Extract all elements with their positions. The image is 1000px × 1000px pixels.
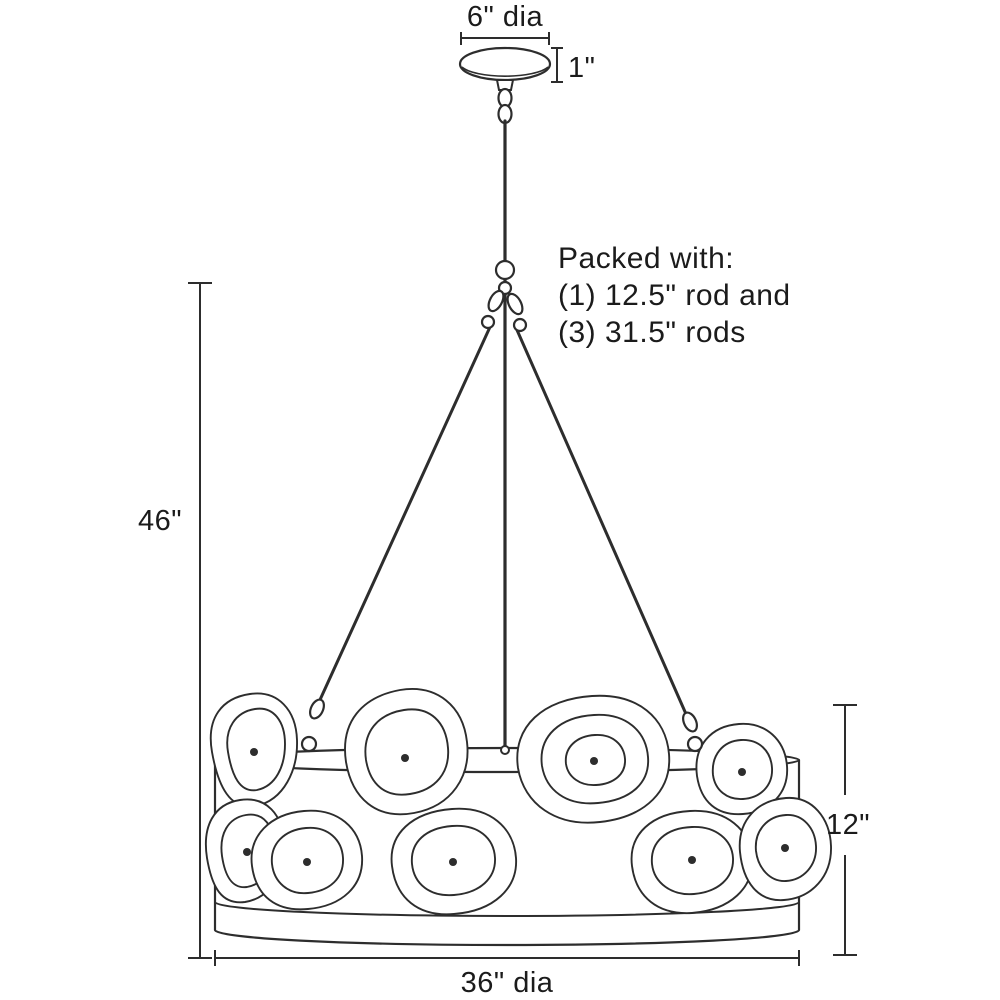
right-rim-ring	[686, 735, 704, 753]
left-rim-ring	[300, 735, 318, 753]
label-drum-diameter: 36" dia	[461, 967, 554, 999]
center-rod-mount	[500, 745, 510, 755]
right-rod-hook	[682, 711, 698, 733]
dim-drum-diameter	[214, 950, 800, 966]
canopy-assembly	[458, 46, 552, 125]
dim-drum-height	[833, 704, 857, 956]
canopy-collar	[495, 79, 515, 91]
packed-note-line-2: (1) 12.5" rod and	[558, 279, 791, 312]
packed-note-line-1: Packed with:	[558, 242, 734, 275]
glass-shapes	[205, 688, 832, 916]
rod-connector-cluster	[480, 259, 528, 333]
dim-canopy-diameter	[460, 32, 550, 45]
connector-hook-right	[512, 317, 528, 333]
glass-shape-bottom-left	[250, 809, 363, 911]
ceiling-canopy	[458, 46, 552, 82]
glass-shape-far-left-top	[209, 692, 298, 808]
rim-attachment-rings	[300, 735, 704, 753]
dim-overall-height	[188, 282, 212, 959]
dim-canopy-height	[551, 47, 563, 83]
connector-loop-left	[487, 289, 505, 313]
drum-lower-band	[214, 901, 800, 917]
left-rod-hook	[309, 698, 325, 720]
glass-shape-bottom-center	[390, 807, 517, 916]
glass-shape-far-right	[738, 797, 832, 901]
rods	[317, 119, 688, 751]
label-canopy-diameter: 6" dia	[467, 1, 544, 33]
connector-ring-top	[494, 259, 516, 281]
glass-shape-top-right	[516, 694, 671, 824]
glass-shape-bottom-right	[630, 810, 753, 914]
dimension-lines	[188, 32, 857, 966]
right-rod	[515, 328, 688, 716]
labels: 6" dia 1" 46" 12" 36" dia Packed with: (…	[138, 1, 870, 999]
label-drum-height: 12"	[826, 809, 870, 841]
drum-bottom-rim	[213, 929, 801, 947]
glass-shape-top-left	[344, 688, 469, 816]
packed-note-line-3: (3) 31.5" rods	[558, 316, 746, 349]
label-canopy-height: 1"	[568, 52, 595, 84]
left-rod	[317, 325, 492, 704]
rod-end-hooks	[309, 698, 698, 733]
connector-hook-left	[480, 314, 496, 330]
connector-loop-right	[506, 292, 524, 316]
label-overall-height: 46"	[138, 505, 182, 537]
canopy-underside	[461, 66, 549, 77]
glass-shape-right-edge	[695, 723, 788, 816]
